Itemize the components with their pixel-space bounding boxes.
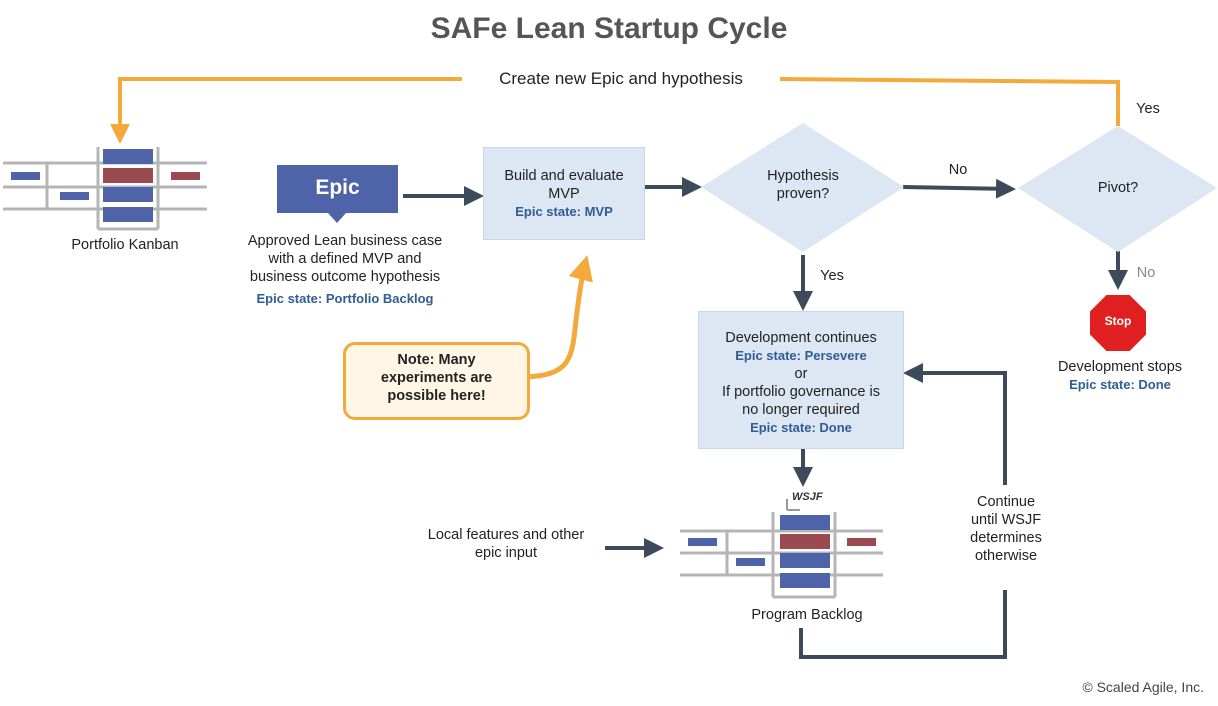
portfolio-kanban-label: Portfolio Kanban bbox=[71, 237, 179, 253]
development-continues-text: Development continues Epic state: Persev… bbox=[698, 329, 904, 437]
development-continues-box bbox=[698, 311, 904, 449]
development-stops-line: Development stops bbox=[1057, 359, 1183, 375]
edge-label-yes-pivot: Yes bbox=[1136, 101, 1160, 117]
stop-sign-text: Stop bbox=[1104, 314, 1132, 328]
pivot-decision: Pivot? bbox=[1097, 180, 1139, 196]
epic-state: Epic state: Portfolio Backlog bbox=[256, 291, 434, 306]
mvp-state: Epic state: MVP bbox=[515, 204, 613, 219]
wsjf-loop-line: determines bbox=[970, 530, 1042, 546]
top-loop-connector-left bbox=[110, 77, 462, 144]
top-loop-label: Create new Epic and hypothesis bbox=[462, 69, 780, 89]
continue-line: no longer required bbox=[742, 402, 860, 418]
edge-label-no-pivot: No bbox=[1136, 265, 1156, 281]
arrow-hypothesis-to-pivot bbox=[902, 178, 1016, 199]
note-text: Note: Many experiments are possible here… bbox=[346, 351, 527, 405]
epic-description: Approved Lean business case with a defin… bbox=[225, 232, 465, 308]
hypothesis-line: Hypothesis bbox=[767, 168, 839, 184]
mvp-box bbox=[483, 147, 645, 240]
continue-line: Development continues bbox=[725, 330, 877, 346]
copyright-notice: © Scaled Agile, Inc. bbox=[1082, 679, 1204, 695]
epic-description-line: with a defined MVP and bbox=[268, 251, 422, 267]
note-box bbox=[343, 342, 530, 420]
wsjf-loop-connector bbox=[799, 590, 1007, 659]
local-features-label: Local features and other epic input bbox=[406, 526, 606, 562]
mvp-line: Build and evaluate bbox=[504, 168, 624, 184]
wsjf-loop-return-arrow bbox=[903, 363, 1007, 485]
portfolio-kanban-icon bbox=[3, 147, 207, 231]
wsjf-loop-line: Continue bbox=[976, 494, 1036, 510]
stop-sign-icon bbox=[1088, 293, 1148, 353]
epic-badge-shape bbox=[277, 165, 398, 223]
pivot-diamond-shape bbox=[1018, 126, 1217, 252]
wsjf-tag: WSJF bbox=[792, 491, 823, 503]
edge-label-no-hypothesis: No bbox=[948, 162, 968, 178]
program-backlog-icon bbox=[680, 499, 883, 599]
hypothesis-decision: Hypothesis proven? bbox=[740, 167, 866, 203]
mvp-box-text: Build and evaluate MVP Epic state: MVP bbox=[483, 167, 645, 221]
diagram-title: SAFe Lean Startup Cycle bbox=[430, 12, 788, 45]
continue-line: or bbox=[794, 366, 808, 382]
hypothesis-line: proven? bbox=[776, 186, 830, 202]
epic-description-line: Approved Lean business case bbox=[247, 233, 443, 249]
continue-state-done: Epic state: Done bbox=[750, 420, 852, 435]
continue-line: If portfolio governance is bbox=[722, 384, 880, 400]
edge-label-yes-hypothesis: Yes bbox=[820, 268, 844, 284]
note-line: Note: Many bbox=[397, 352, 476, 368]
local-features-line: Local features and other bbox=[427, 527, 585, 543]
program-backlog-label: Program Backlog bbox=[751, 607, 863, 623]
note-arrow bbox=[524, 255, 593, 380]
hypothesis-diamond-shape bbox=[701, 123, 904, 252]
continue-state-persevere: Epic state: Persevere bbox=[735, 348, 867, 363]
epic-badge-text: Epic bbox=[315, 176, 360, 199]
stop-state: Epic state: Done bbox=[1069, 377, 1171, 392]
wsjf-loop-label: Continue until WSJF determines otherwise bbox=[950, 493, 1062, 565]
note-line: possible here! bbox=[387, 388, 486, 404]
wsjf-loop-line: otherwise bbox=[974, 548, 1038, 564]
epic-description-line: business outcome hypothesis bbox=[249, 269, 441, 285]
wsjf-loop-line: until WSJF bbox=[970, 512, 1042, 528]
development-stops: Development stops Epic state: Done bbox=[1030, 358, 1210, 394]
local-features-line: epic input bbox=[474, 545, 538, 561]
top-loop-connector-right bbox=[779, 77, 1120, 126]
mvp-line: MVP bbox=[548, 186, 580, 202]
note-line: experiments are bbox=[380, 370, 493, 386]
